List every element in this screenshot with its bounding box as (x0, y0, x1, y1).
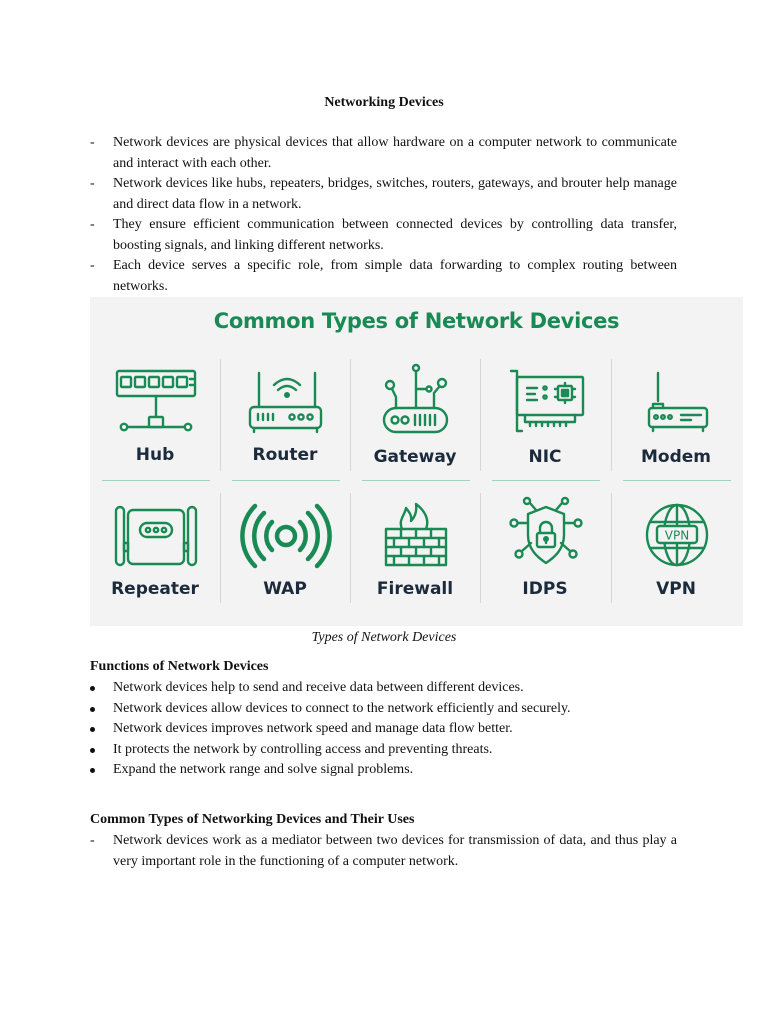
list-item-text: Each device serves a specific role, from… (113, 258, 677, 294)
wap-icon (240, 503, 332, 569)
intro-list: - Network devices are physical devices th… (90, 133, 677, 297)
hub-icon (115, 369, 197, 432)
column-divider (480, 359, 481, 471)
device-label: Modem (640, 447, 711, 467)
bullet-icon (90, 686, 95, 691)
vpn-icon: VPN (645, 503, 709, 567)
list-item-text: Network devices are physical devices tha… (113, 135, 677, 171)
functions-list: Network devices help to send and receive… (90, 678, 677, 781)
list-item: - They ensure efficient communication bet… (90, 215, 677, 256)
list-item-text: Network devices improves network speed a… (113, 721, 513, 736)
column-divider (220, 493, 221, 603)
device-vpn: VPN VPN (611, 493, 741, 609)
firewall-icon (384, 502, 448, 567)
device-nic: NIC (480, 359, 610, 475)
list-item-text: Network devices help to send and receive… (113, 680, 524, 695)
functions-heading: Functions of Network Devices (90, 659, 269, 674)
bullet-icon (90, 727, 95, 732)
row-divider (492, 480, 600, 481)
dash-marker: - (90, 217, 95, 232)
dash-marker: - (90, 833, 95, 848)
list-item-text: Network devices like hubs, repeaters, br… (113, 176, 677, 212)
dash-marker: - (90, 176, 95, 191)
column-divider (350, 493, 351, 603)
bullet-icon (90, 768, 95, 773)
list-item: Network devices allow devices to connect… (90, 699, 677, 720)
dash-marker: - (90, 258, 95, 273)
gateway-icon (382, 363, 449, 434)
device-modem: Modem (611, 359, 741, 475)
list-item: - Each device serves a specific role, fro… (90, 256, 677, 297)
modem-icon (647, 371, 709, 433)
list-item: Network devices help to send and receive… (90, 678, 677, 699)
column-divider (611, 359, 612, 471)
device-idps: IDPS (480, 493, 610, 609)
list-item: - Network devices are physical devices th… (90, 133, 677, 174)
device-label: Router (252, 445, 318, 465)
list-item: - Network devices work as a mediator betw… (90, 831, 677, 872)
column-divider (220, 359, 221, 471)
page-title: Networking Devices (324, 95, 444, 110)
repeater-icon (114, 505, 198, 567)
device-label: IDPS (522, 579, 568, 599)
list-item: - Network devices like hubs, repeaters, b… (90, 174, 677, 215)
idps-icon (509, 496, 583, 565)
device-label: Hub (135, 445, 175, 465)
device-hub: Hub (90, 359, 220, 475)
device-label: Repeater (111, 579, 199, 599)
row-divider (623, 480, 731, 481)
row-divider (362, 480, 470, 481)
device-label: Firewall (376, 579, 454, 599)
list-item-text: Network devices work as a mediator betwe… (113, 833, 677, 869)
device-label: Gateway (373, 447, 457, 467)
device-firewall: Firewall (350, 493, 480, 609)
dash-marker: - (90, 135, 95, 150)
device-gateway: Gateway (350, 359, 480, 475)
list-item: Network devices improves network speed a… (90, 719, 677, 740)
device-router: Router (220, 359, 350, 475)
bullet-icon (90, 706, 95, 712)
column-divider (611, 493, 612, 603)
infographic-title: Common Types of Network Devices (213, 309, 620, 333)
list-item-text: Network devices allow devices to connect… (113, 700, 571, 716)
device-wap: WAP (220, 493, 350, 609)
nic-icon (509, 369, 585, 433)
device-label: VPN (656, 579, 696, 599)
row-divider (102, 480, 210, 481)
figure-caption: Types of Network Devices (311, 630, 457, 645)
list-item: It protects the network by controlling a… (90, 740, 677, 761)
network-devices-infographic: Common Types of Network Devices Hub (90, 297, 743, 626)
row-divider (232, 480, 340, 481)
uses-heading: Common Types of Networking Devices and T… (90, 812, 415, 827)
router-icon (248, 371, 323, 434)
list-item-text: Expand the network range and solve signa… (113, 762, 414, 777)
bullet-icon (90, 747, 95, 753)
device-repeater: Repeater (90, 493, 220, 609)
list-item-text: They ensure efficient communication betw… (113, 217, 677, 253)
list-item-text: It protects the network by controlling a… (113, 741, 493, 757)
uses-list: - Network devices work as a mediator betw… (90, 831, 677, 872)
device-label: WAP (263, 579, 307, 599)
device-label: NIC (528, 447, 562, 467)
column-divider (480, 493, 481, 603)
vpn-badge-text: VPN (665, 529, 689, 543)
list-item: Expand the network range and solve signa… (90, 760, 677, 781)
column-divider (350, 359, 351, 471)
